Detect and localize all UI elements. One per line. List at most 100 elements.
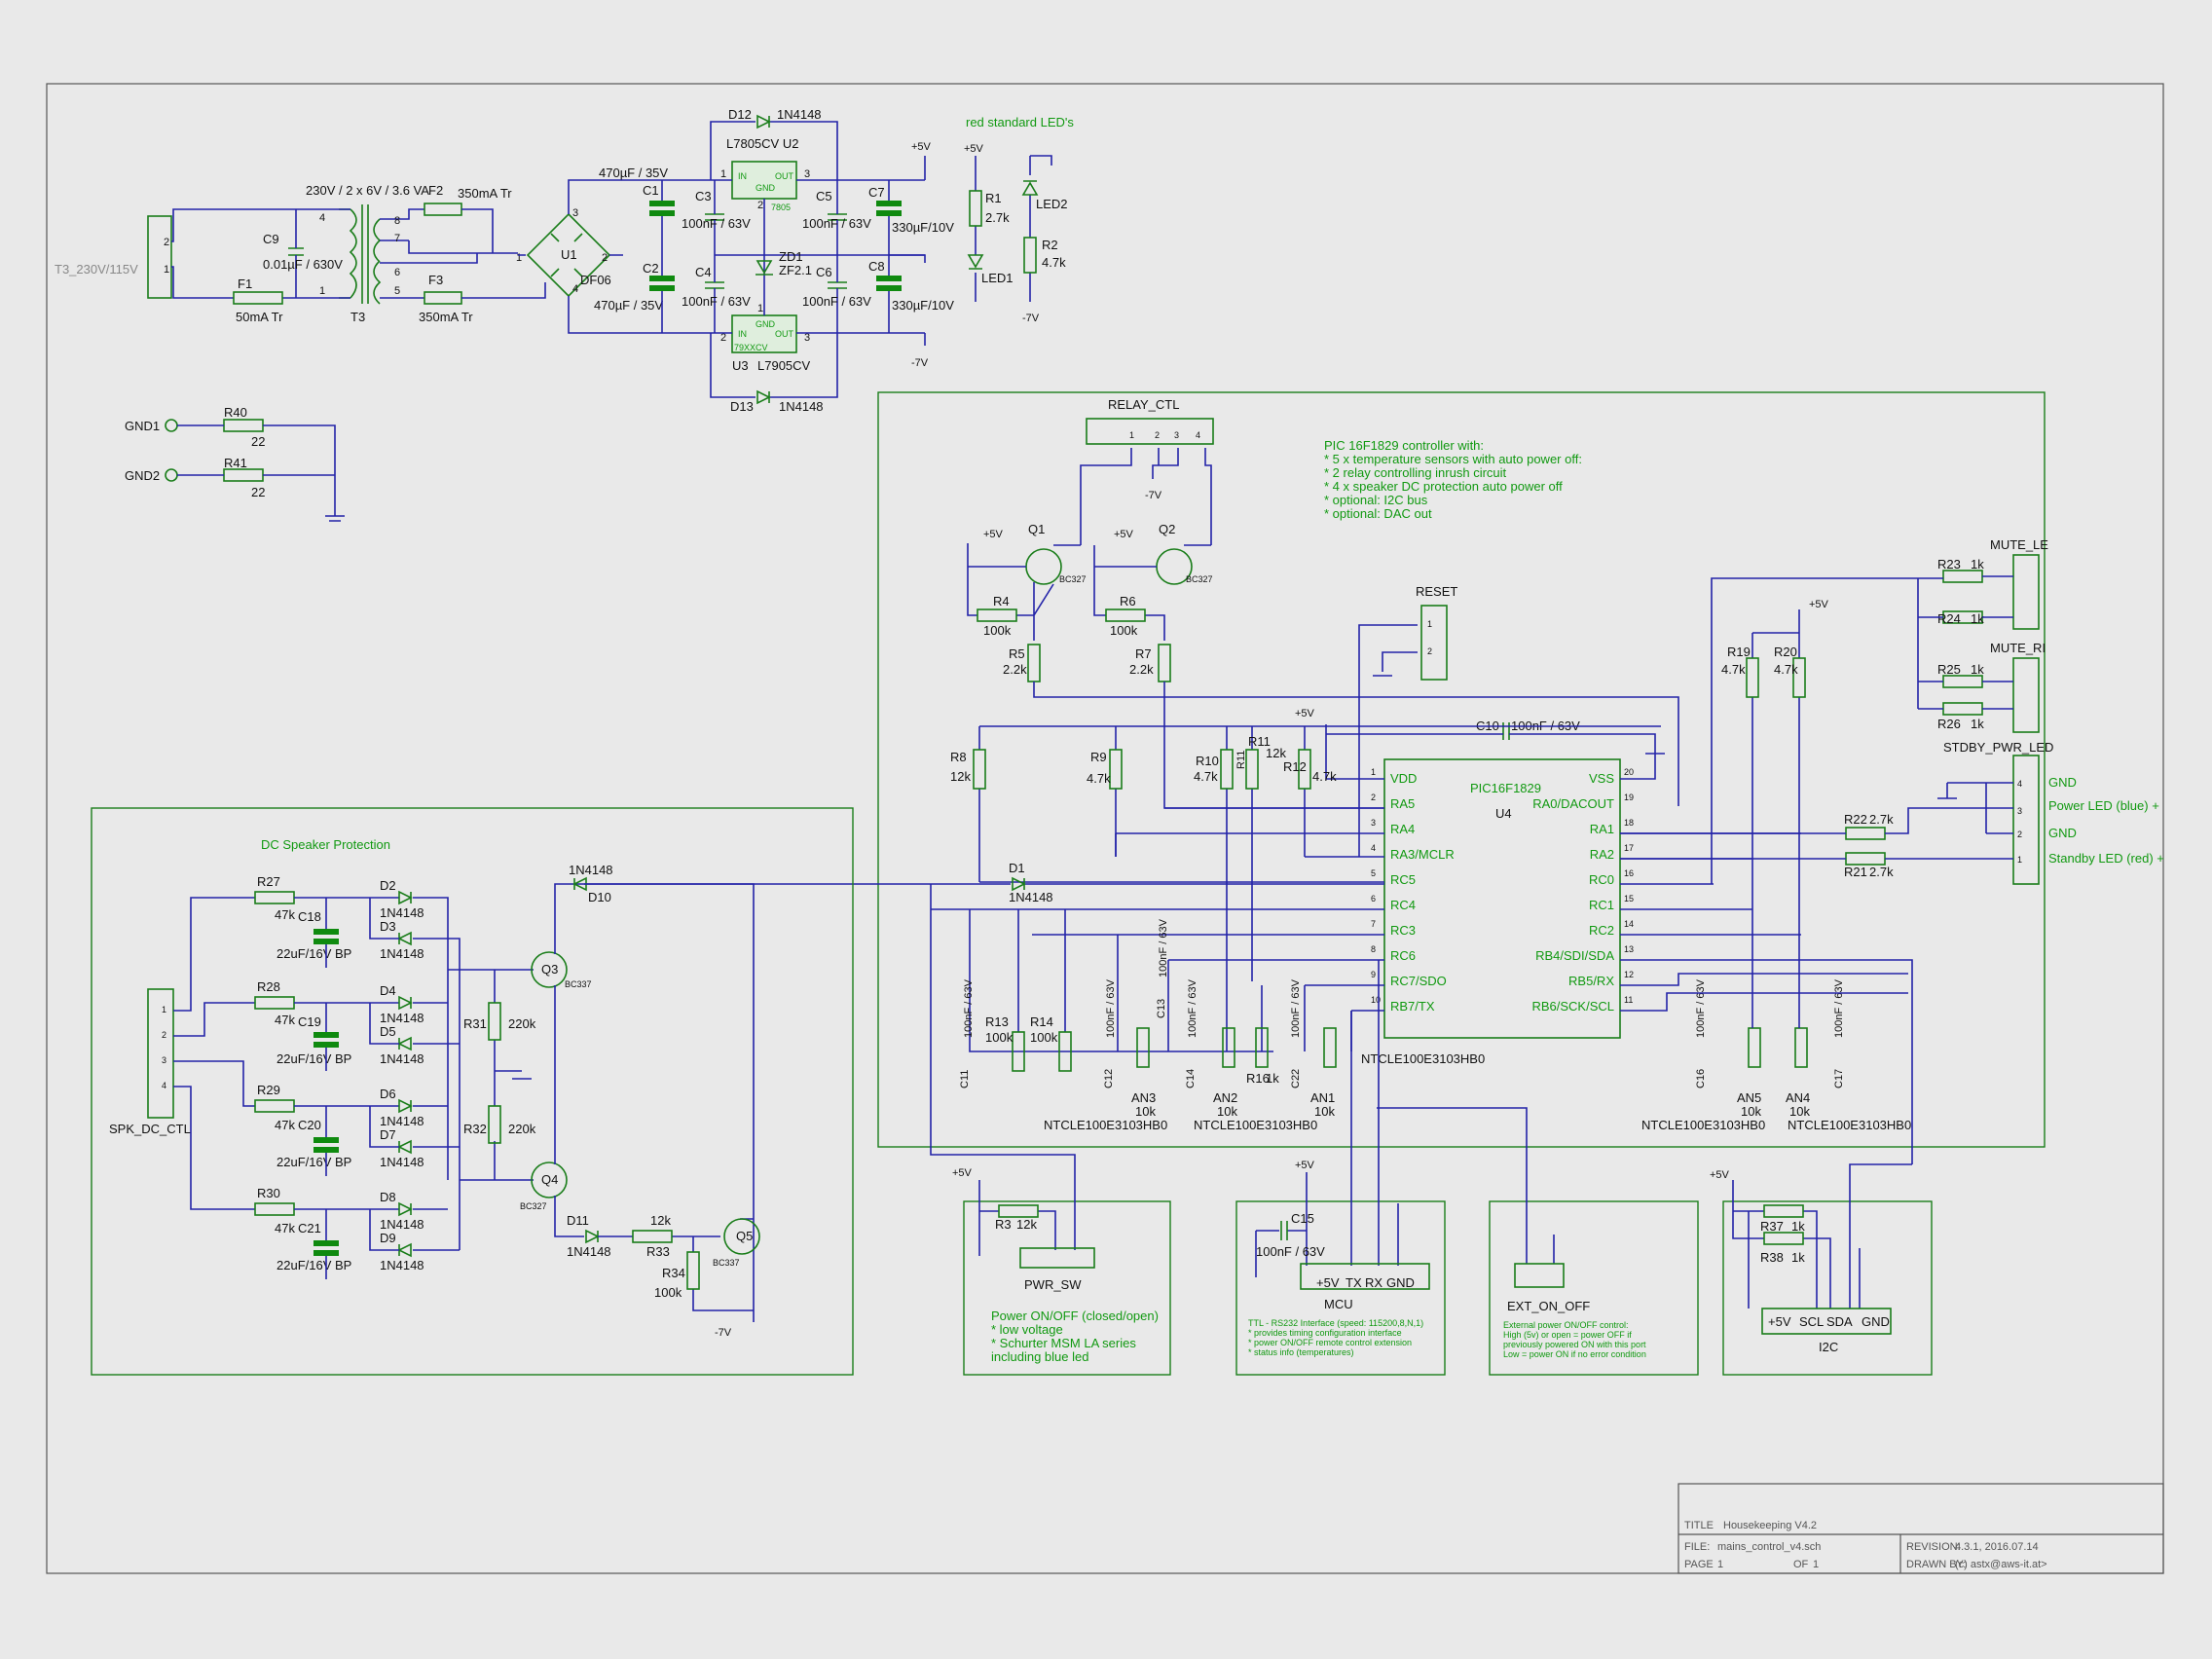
mains-pin-2: 2 xyxy=(164,237,169,248)
r29-ref: R29 xyxy=(257,1083,280,1097)
t3-pin-4: 4 xyxy=(319,212,325,224)
spk-pin-2: 2 xyxy=(162,1030,166,1040)
d10-ref: D10 xyxy=(588,890,611,904)
fuse-f2-value: 350mA Tr xyxy=(458,186,512,201)
of-label: OF xyxy=(1793,1559,1809,1570)
pwr-note-3: including blue led xyxy=(991,1349,1088,1364)
c22-ref: C22 xyxy=(1290,1069,1302,1088)
diode-ref-d4: D4 xyxy=(380,983,396,998)
diode-ref-d9: D9 xyxy=(380,1231,396,1245)
relay-section: RELAY_CTL 1 2 3 4 -7V Q1 Q2 BC327 BC327 … xyxy=(967,397,1679,809)
note-3: * 4 x speaker DC protection auto power o… xyxy=(1324,479,1563,494)
led-title: red standard LED's xyxy=(966,115,1074,129)
mcu-pin-num-12: 12 xyxy=(1624,970,1634,979)
mute-left-connector xyxy=(2012,554,2040,630)
r16-value: 1k xyxy=(1266,1071,1279,1086)
c21-value: 22uF/16V BP xyxy=(276,1258,351,1272)
c9-ref: C9 xyxy=(263,232,279,246)
r6-ref: R6 xyxy=(1120,594,1136,608)
mcu-pin-20: VSS xyxy=(1589,771,1614,786)
r1 xyxy=(969,190,982,227)
drawn-value: (c) astx@aws-it.at> xyxy=(1955,1559,2047,1570)
r5-ref: R5 xyxy=(1009,646,1025,661)
led2-ref: LED2 xyxy=(1036,197,1068,211)
zd1-ref: ZD1 xyxy=(779,249,803,264)
u2-pin-3: 3 xyxy=(804,168,810,180)
q3-ref: Q3 xyxy=(541,962,558,977)
i2c-box: +5V R37 1k R38 1k +5V SCL SDA GND I2C xyxy=(1710,1163,1933,1376)
ntc-label-4: NTCLE100E3103HB0 xyxy=(1641,1118,1765,1132)
diode-ref-d6: D6 xyxy=(380,1087,396,1101)
r2-value: 4.7k xyxy=(1042,255,1066,270)
mcu-pin-num-17: 17 xyxy=(1624,843,1634,853)
mcu-port-pin-rx: RX xyxy=(1365,1275,1382,1290)
c21-ref: C21 xyxy=(298,1221,321,1235)
r12-value: 4.7k xyxy=(1312,769,1337,784)
ext-note-3: Low = power ON if no error condition xyxy=(1503,1349,1646,1359)
regulator-u3 xyxy=(731,314,797,353)
c18-value: 22uF/16V BP xyxy=(276,946,351,961)
diode-value-d2: 1N4148 xyxy=(380,905,424,920)
r32-ref: R32 xyxy=(463,1122,487,1136)
mcu-pin-6: RC4 xyxy=(1390,898,1416,912)
mcu-pin-8: RC6 xyxy=(1390,948,1416,963)
d13-value: 1N4148 xyxy=(779,399,824,414)
ntc-label-1: NTCLE100E3103HB0 xyxy=(1044,1118,1167,1132)
u2-ref: L7805CV U2 xyxy=(726,136,798,151)
t3-pin-7: 7 xyxy=(394,233,400,244)
r22-value: 2.7k xyxy=(1869,812,1894,827)
bridge-pin-4: 4 xyxy=(572,283,578,295)
c22-value: 100nF / 63V xyxy=(1290,978,1302,1038)
mains-connector xyxy=(147,215,172,299)
r6-value: 100k xyxy=(1110,623,1138,638)
r10-value: 4.7k xyxy=(1194,769,1218,784)
c16-ref: C16 xyxy=(1695,1069,1707,1088)
q1-plus5: +5V xyxy=(983,529,1004,540)
q1-type: BC327 xyxy=(1059,574,1087,584)
diode-ref-d7: D7 xyxy=(380,1127,396,1142)
r28-ref: R28 xyxy=(257,979,280,994)
stdby-label-2: GND xyxy=(2048,826,2077,840)
r29-value: 47k xyxy=(275,1118,295,1132)
mcu-port-ref: MCU xyxy=(1324,1297,1353,1311)
fuse-f3-value: 350mA Tr xyxy=(419,310,473,324)
fuse-f1 xyxy=(233,291,283,305)
bridge-pin-1: 1 xyxy=(516,252,522,264)
r21-ref: R21 xyxy=(1844,865,1867,879)
u3-code: 79XXCV xyxy=(734,343,768,352)
relay-pin-4: 4 xyxy=(1196,430,1200,440)
mcu-pin-num-7: 7 xyxy=(1371,919,1376,929)
zd1-value: ZF2.1 xyxy=(779,263,812,277)
d1-value: 1N4148 xyxy=(1009,890,1053,904)
diode-ref-d8: D8 xyxy=(380,1190,396,1204)
title-value: Housekeeping V4.2 xyxy=(1723,1520,1817,1531)
mcu-pin-num-20: 20 xyxy=(1624,767,1634,777)
stdby-pin-3: 3 xyxy=(2017,806,2022,816)
dc-protection-section: DC Speaker Protection SPK_DC_CTL 1 2 3 4… xyxy=(109,837,760,1339)
mcu-pin-num-10: 10 xyxy=(1371,995,1381,1005)
mcu-port-box: +5V C15 100nF / 63V +5V TX RX GND MCU TT… xyxy=(1235,960,1446,1376)
r19r20-plus5: +5V xyxy=(1809,599,1829,610)
an2-ref: AN2 xyxy=(1213,1090,1237,1105)
drawn-label: DRAWN BY: xyxy=(1906,1559,1966,1570)
pwr-sw-ref: PWR_SW xyxy=(1024,1277,1082,1292)
fuse-f3-ref: F3 xyxy=(428,273,443,287)
mute-right-label: MUTE_RI xyxy=(1990,641,2046,655)
mcu-pin-num-19: 19 xyxy=(1624,793,1634,802)
q5-type: BC337 xyxy=(713,1258,740,1268)
r1-ref: R1 xyxy=(985,191,1002,205)
d12-ref: D12 xyxy=(728,107,752,122)
r30-value: 47k xyxy=(275,1221,295,1235)
an1-ref: AN1 xyxy=(1310,1090,1335,1105)
dc-title: DC Speaker Protection xyxy=(261,837,390,852)
reset-pin-1: 1 xyxy=(1427,619,1432,629)
fuse-f1-ref: F1 xyxy=(238,276,252,291)
mcu-pin-num-15: 15 xyxy=(1624,894,1634,903)
r5-value: 2.2k xyxy=(1003,662,1027,677)
gnd-section: GND1 GND2 R40 22 R41 22 xyxy=(125,405,345,522)
pwr-note-2: * Schurter MSM LA series xyxy=(991,1336,1136,1350)
an5-value: 10k xyxy=(1741,1104,1761,1119)
t3-pin-5: 5 xyxy=(394,285,400,297)
r33-ref: R33 xyxy=(646,1244,670,1259)
